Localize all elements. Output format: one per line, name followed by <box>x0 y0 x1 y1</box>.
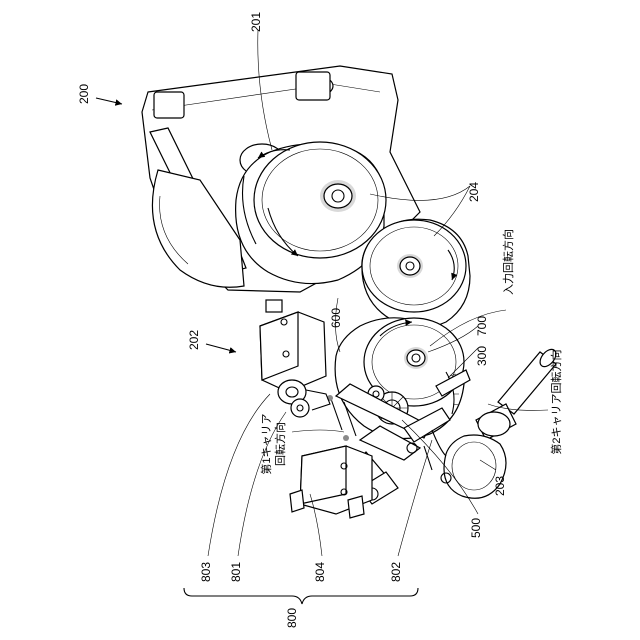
first-carrier-rotation-line1: 第1キャリア <box>259 413 273 474</box>
label-201: 201 <box>249 12 263 32</box>
label-800: 800 <box>285 608 299 628</box>
solenoid-lower <box>290 446 372 518</box>
solenoid-upper <box>260 300 330 417</box>
first-carrier-rotation-line2: 回転方向 <box>273 422 287 466</box>
second-carrier-rotation-text: 第2キャリア回転方向 <box>549 349 563 454</box>
label-802: 802 <box>389 562 403 582</box>
label-203: 203 <box>493 476 507 496</box>
label-801: 801 <box>229 562 243 582</box>
label-200: 200 <box>77 84 91 104</box>
label-204: 204 <box>467 182 481 202</box>
label-202: 202 <box>187 330 201 350</box>
label-804: 804 <box>313 562 327 582</box>
input-rotation-text: 入力回転方向 <box>501 229 515 295</box>
label-700: 700 <box>475 316 489 336</box>
label-300: 300 <box>475 346 489 366</box>
label-500: 500 <box>469 518 483 538</box>
label-600: 600 <box>329 308 343 328</box>
label-803: 803 <box>199 562 213 582</box>
second-pulley <box>362 219 470 327</box>
